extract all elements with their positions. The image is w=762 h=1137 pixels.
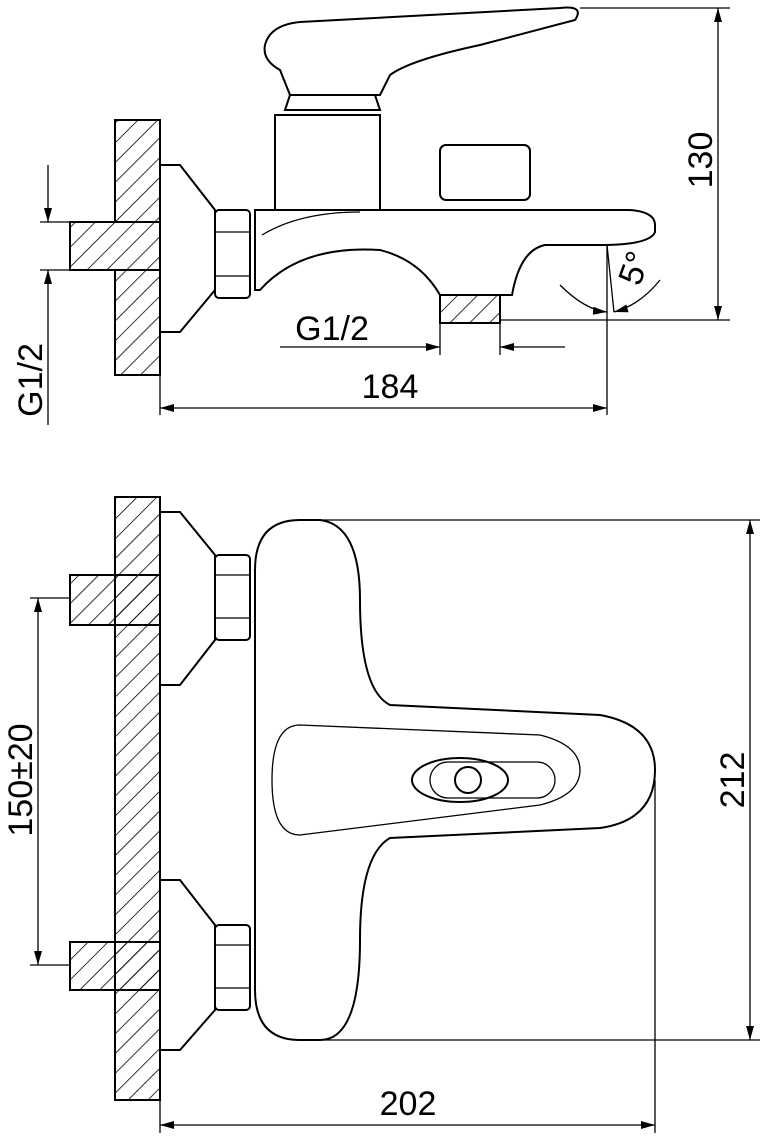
width-dimension: 202 <box>380 1085 437 1123</box>
mixer-body-top <box>254 519 657 1041</box>
inlet-pipe <box>69 221 161 271</box>
inlet-pipe-upper <box>69 574 161 626</box>
escutcheon <box>159 164 216 333</box>
connector-nut-lower <box>214 924 251 1011</box>
inlet-thread-dimension: G1/2 <box>12 343 50 417</box>
depth-dimension: 212 <box>714 752 752 809</box>
top-view: 212 150±20 202 <box>2 496 760 1133</box>
lever-handle <box>263 6 579 96</box>
connector-nut-upper <box>214 554 251 641</box>
projection-dimension: 184 <box>362 368 419 406</box>
inlet-spacing-dimension: 150±20 <box>2 723 40 836</box>
outlet-thread-dimension: G1/2 <box>295 310 369 348</box>
side-view: 130 5° G1/2 184 G1/2 <box>12 6 730 425</box>
spout <box>254 209 656 296</box>
escutcheon-upper <box>159 511 216 686</box>
wall-section-lower <box>114 269 161 376</box>
wall-section-upper <box>114 119 161 223</box>
connector-nut <box>214 209 251 299</box>
escutcheon-lower <box>159 879 216 1051</box>
outlet-thread <box>439 294 501 324</box>
lever-outline <box>271 724 581 836</box>
mixer-body <box>254 6 656 324</box>
inlet-pipe-lower <box>69 941 161 991</box>
height-dimension: 130 <box>682 132 720 189</box>
angle-dimension: 5° <box>611 246 658 290</box>
diverter-knob <box>439 144 531 201</box>
